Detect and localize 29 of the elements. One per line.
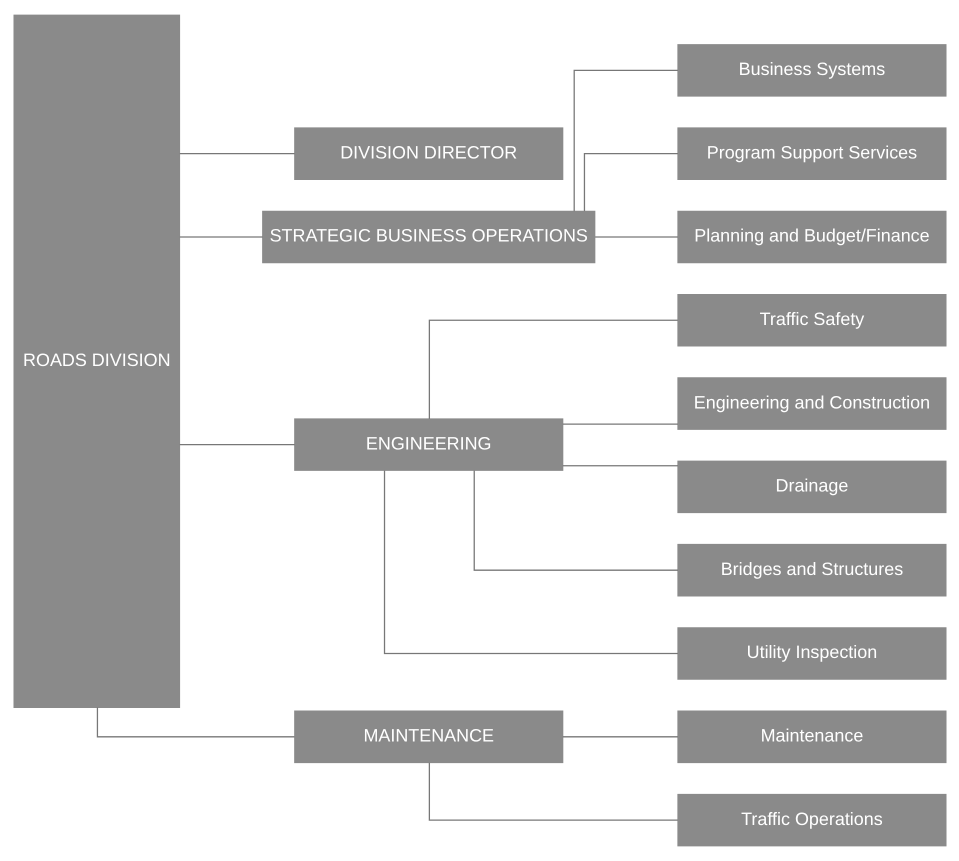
node-box: DIVISION DIRECTOR xyxy=(294,127,563,180)
connector xyxy=(473,470,678,571)
node-box: Maintenance xyxy=(676,710,946,764)
connector xyxy=(428,762,678,821)
connector xyxy=(594,236,678,238)
connector xyxy=(96,707,294,738)
connector xyxy=(179,153,294,154)
node-box: Traffic Operations xyxy=(676,794,946,846)
node-box: Traffic Safety xyxy=(676,294,946,347)
node-box: Business Systems xyxy=(676,44,946,97)
connector xyxy=(562,423,678,425)
connector xyxy=(383,470,678,654)
connector xyxy=(179,236,262,238)
node-box: ENGINEERING xyxy=(294,418,563,471)
node-box: ROADS DIVISION xyxy=(12,14,180,708)
connector xyxy=(583,153,678,212)
connector xyxy=(573,70,678,212)
node-box: Drainage xyxy=(676,460,946,514)
node-box: Planning and Budget/Finance xyxy=(676,210,946,264)
connector xyxy=(428,320,678,419)
node-box: Utility Inspection xyxy=(676,627,946,680)
node-box: Bridges and Structures xyxy=(676,544,946,596)
connector xyxy=(562,736,678,738)
node-box: STRATEGIC BUSINESS OPERATIONS xyxy=(262,210,595,264)
connector xyxy=(562,465,678,466)
node-box: Engineering and Construction xyxy=(676,377,946,430)
connector xyxy=(179,444,294,446)
node-box: Program Support Services xyxy=(676,127,946,180)
node-box: MAINTENANCE xyxy=(294,710,563,764)
